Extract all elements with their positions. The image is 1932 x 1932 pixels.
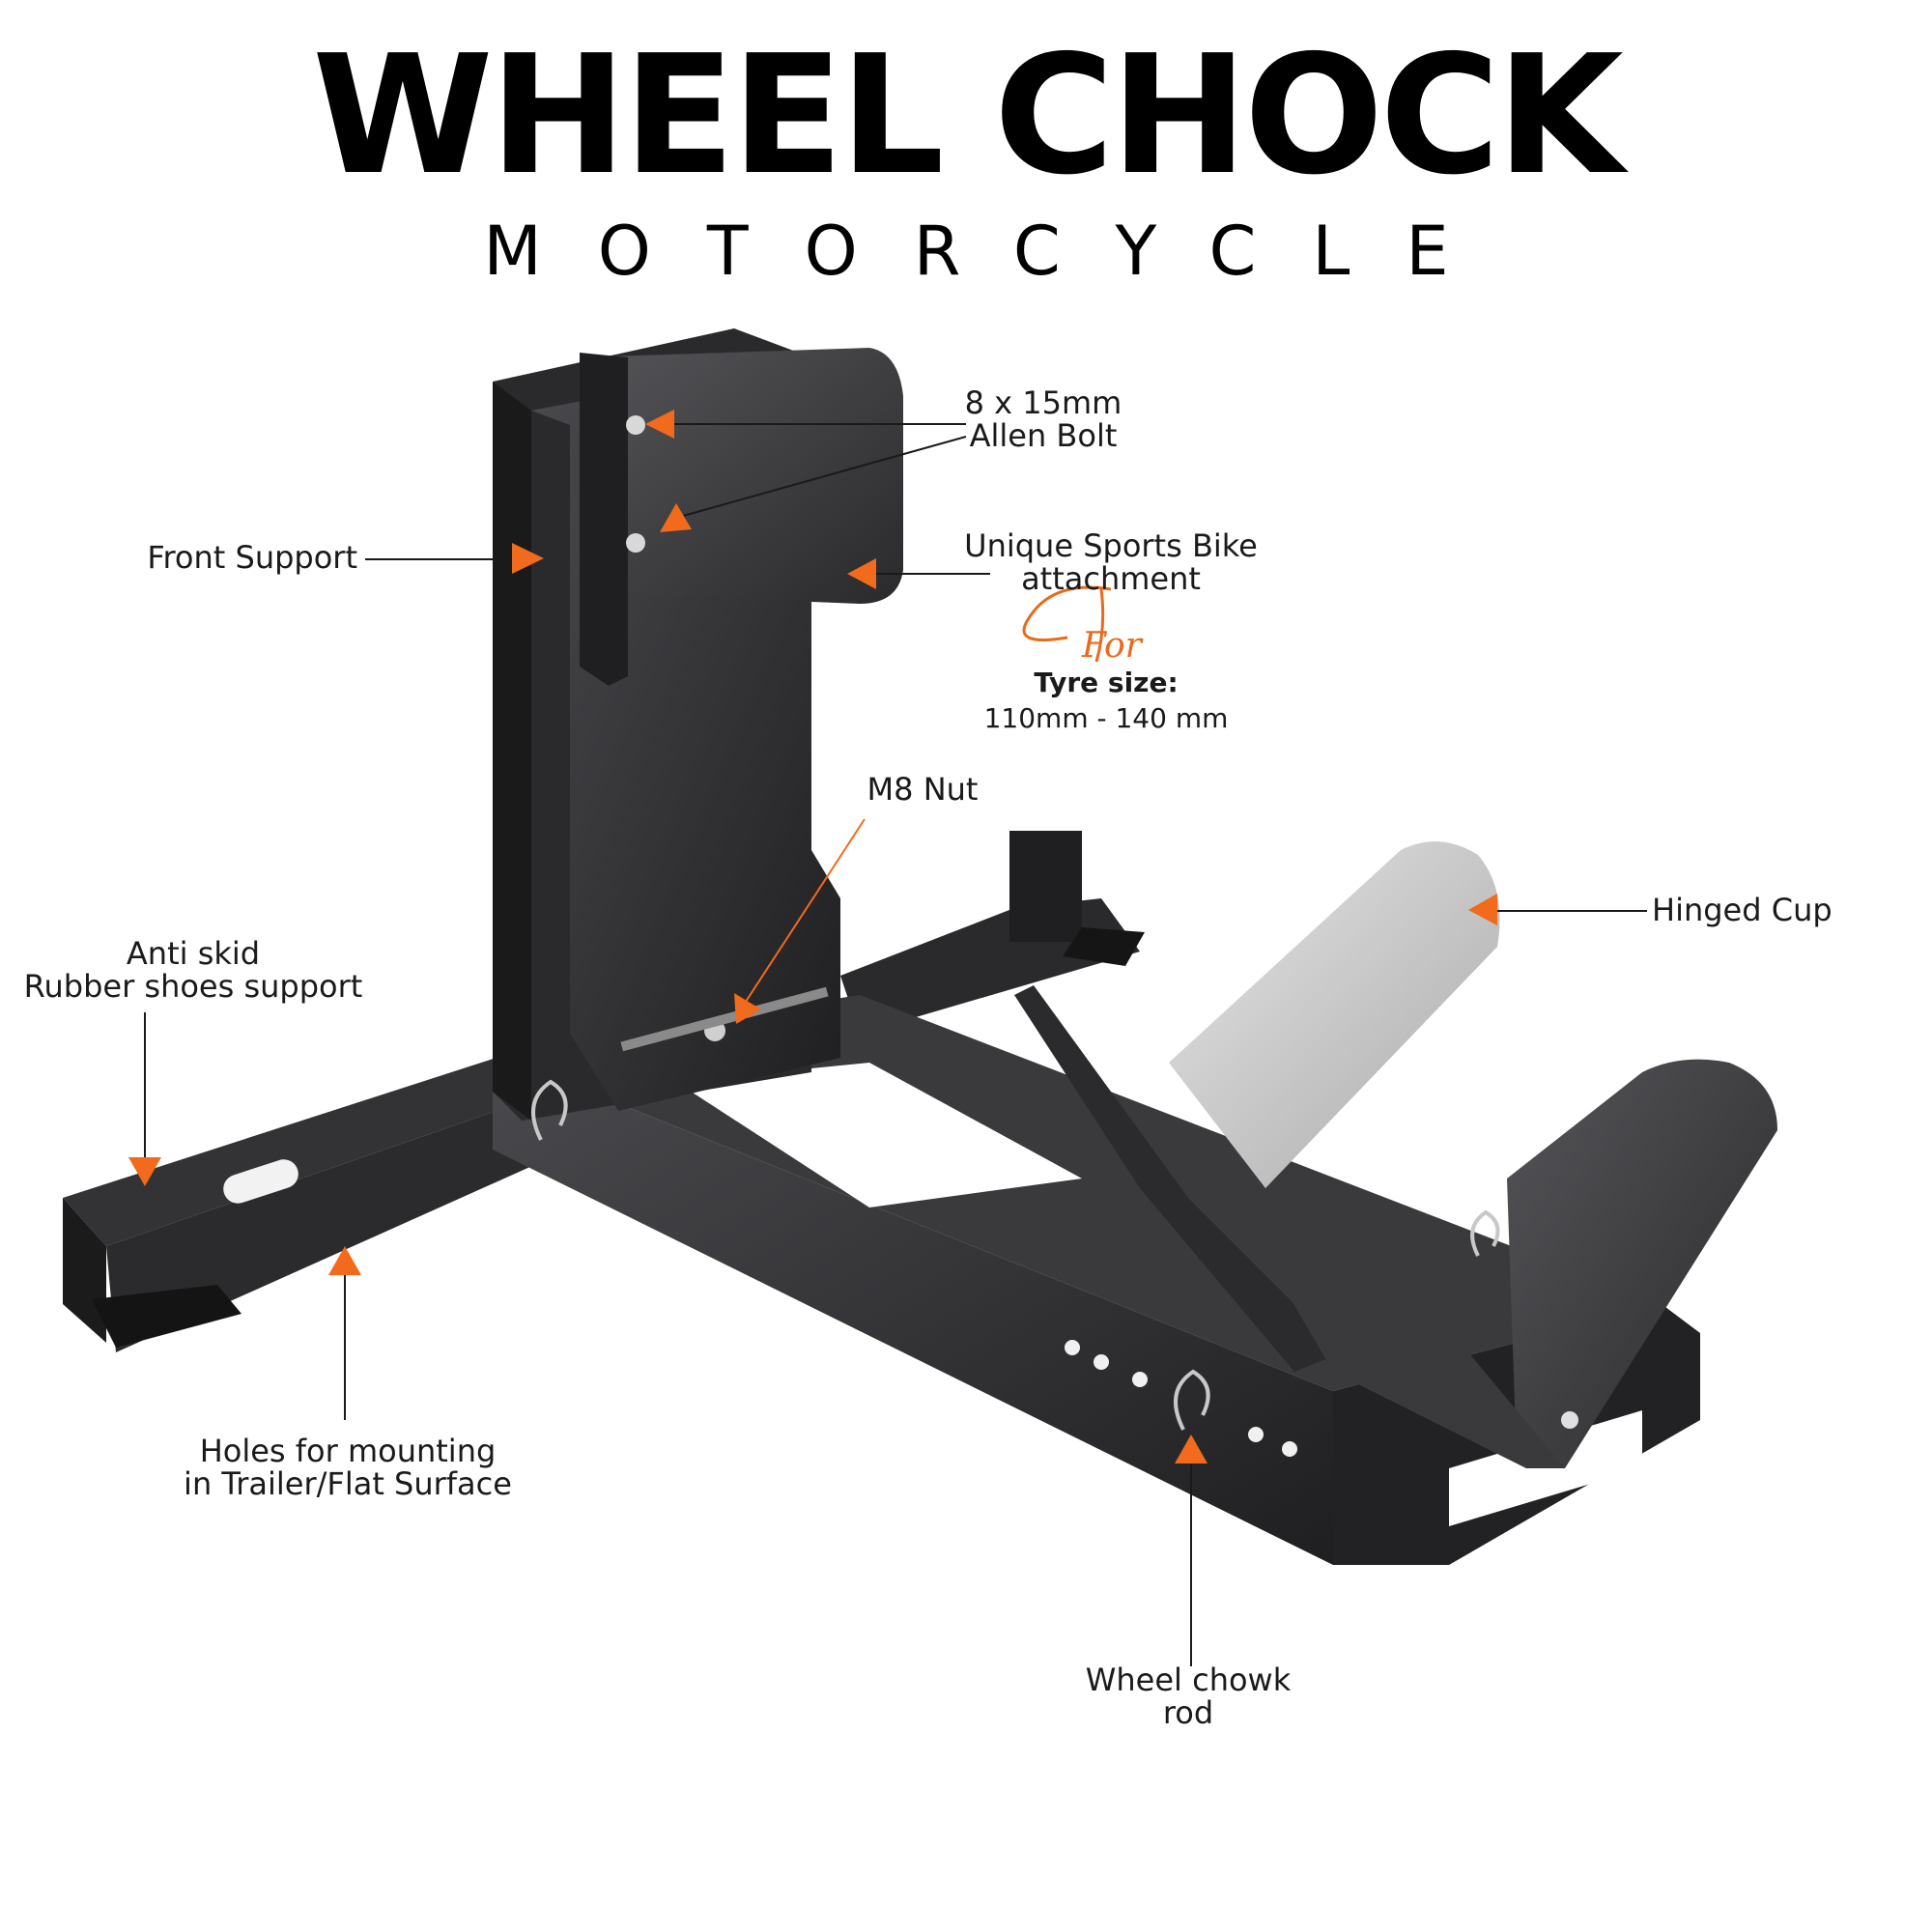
label-m8-nut: M8 Nut — [867, 771, 979, 808]
label-for: For — [1082, 626, 1142, 666]
pointer-anti-skid — [128, 1157, 161, 1186]
label-sports-bike-attachment: Unique Sports Bike attachment — [964, 527, 1258, 597]
page-subtitle: MOTORCYCLE — [483, 212, 1505, 291]
rear-cup-plate — [1265, 1059, 1777, 1468]
label-front-support: Front Support — [147, 539, 357, 576]
page-title: WHEEL CHOCK — [312, 20, 1624, 212]
orange-pointers — [128, 410, 1497, 1463]
left-base-arm — [63, 1043, 580, 1352]
pointer-bolt-top — [645, 410, 674, 439]
lynch-pins — [531, 1079, 1500, 1431]
script-flourish — [1022, 585, 1112, 663]
label-wheel-chowk-rod: Wheel chowk rod — [1085, 1662, 1292, 1731]
leader-lines — [144, 423, 1647, 1666]
sports-bike-plate — [580, 348, 903, 686]
pointer-front-support — [512, 543, 544, 574]
label-hinged-cup: Hinged Cup — [1652, 892, 1833, 928]
label-mounting-holes: Holes for mounting in Trailer/Flat Surfa… — [184, 1433, 512, 1502]
m8-nut-leader — [743, 818, 866, 1006]
label-tyre-size-value: 110mm - 140 mm — [983, 702, 1229, 734]
pointer-hinged-cup — [1468, 894, 1497, 925]
pointer-holes — [328, 1246, 361, 1275]
pointer-rod — [1175, 1435, 1208, 1463]
pointer-bolt-bottom — [660, 503, 692, 532]
pointer-sports-plate — [847, 558, 876, 589]
hinged-cup — [1014, 841, 1500, 1372]
label-anti-skid: Anti skid Rubber shoes support — [23, 935, 363, 1005]
rear-cross-bar — [840, 831, 1145, 1034]
label-allen-bolt: 8 x 15mm Allen Bolt — [964, 384, 1122, 454]
pointer-m8-nut — [734, 993, 761, 1024]
label-tyre-size: Tyre size: — [1034, 667, 1179, 698]
